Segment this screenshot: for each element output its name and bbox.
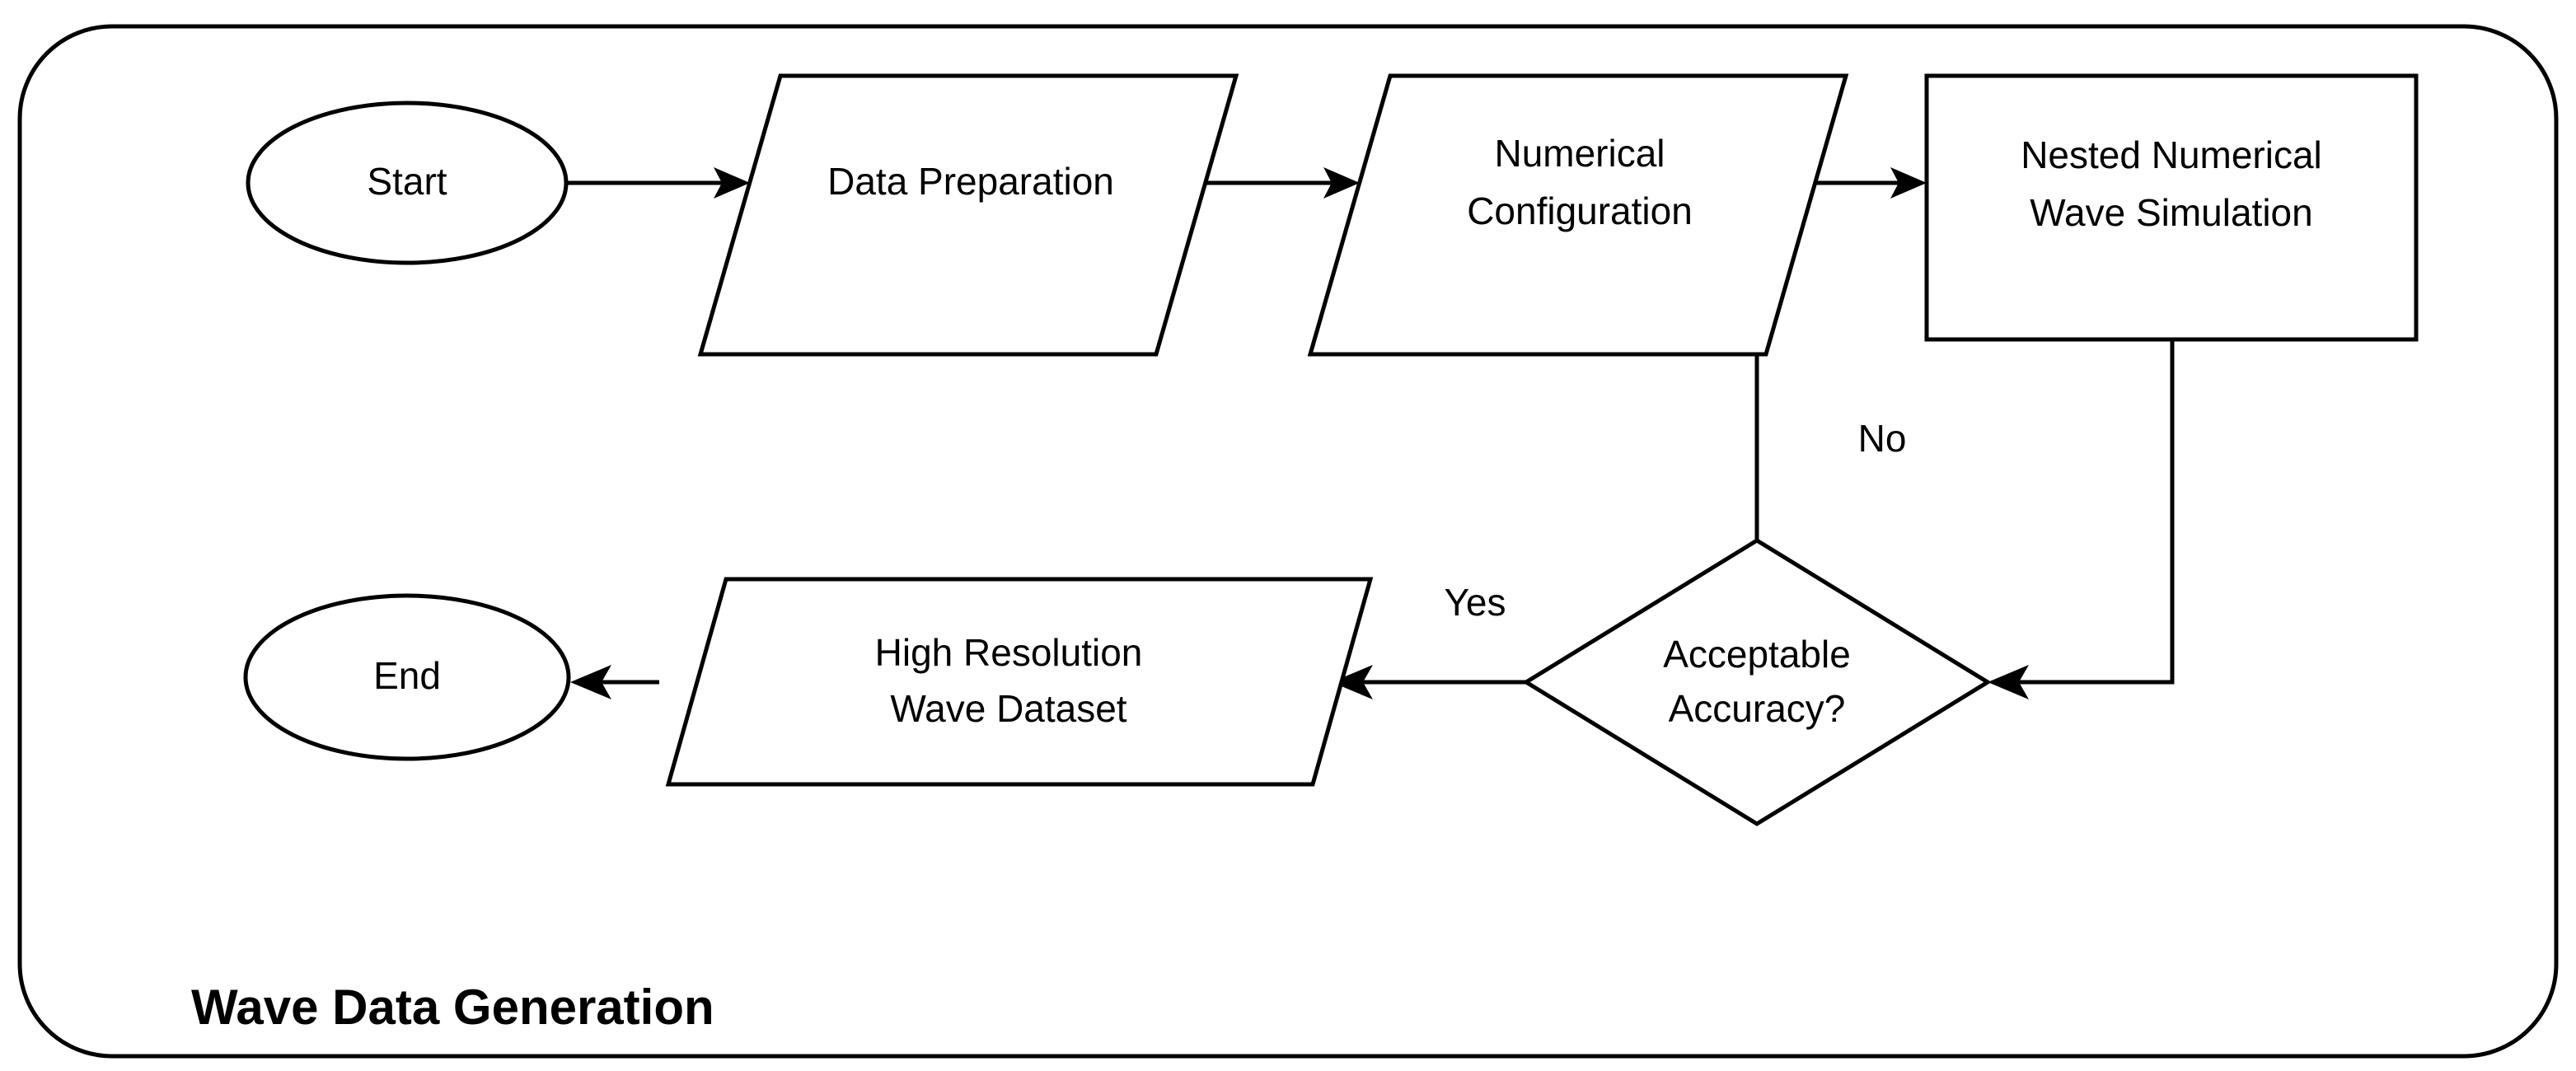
node-end[interactable]: End	[243, 593, 571, 761]
high-resolution-wave-dataset-parallelogram-shape[interactable]	[665, 577, 1374, 787]
edge-nested-numerical-wave-simulation-to-acceptable-accuracy	[1988, 339, 2175, 699]
node-end-label: End	[373, 654, 441, 697]
node-nested-numerical-wave-simulation-label-line1: Nested Numerical	[2021, 133, 2322, 176]
arrowhead-left-icon	[570, 665, 611, 699]
data-preparation-parallelogram-shape[interactable]	[697, 73, 1239, 357]
node-numerical-configuration[interactable]: Numerical Configuration	[1307, 73, 1849, 357]
arrowhead-left-icon	[1988, 665, 2029, 699]
end-ellipse-shape[interactable]	[243, 593, 571, 761]
node-numerical-configuration-label-line2: Configuration	[1467, 189, 1693, 232]
nested-numerical-wave-simulation-rectangle-shape[interactable]	[1924, 73, 2419, 342]
edge-label-no: No	[1858, 417, 1907, 460]
node-nested-numerical-wave-simulation[interactable]: Nested Numerical Wave Simulation	[1924, 73, 2419, 342]
arrowhead-right-icon	[714, 167, 750, 199]
edge-data-preparation-to-numerical-configuration	[1197, 167, 1360, 199]
node-numerical-configuration-label-line1: Numerical	[1494, 132, 1665, 175]
arrowhead-left-icon	[1332, 665, 1373, 699]
node-high-resolution-wave-dataset-label-line2: Wave Dataset	[890, 687, 1126, 730]
node-high-resolution-wave-dataset[interactable]: High Resolution Wave Dataset	[665, 577, 1374, 787]
group-frame-rounded-rectangle	[17, 24, 2559, 1059]
edge-numerical-configuration-to-nested-numerical-wave-simulation	[1806, 167, 1927, 199]
node-high-resolution-wave-dataset-label-line1: High Resolution	[875, 631, 1143, 674]
edge-label-yes: Yes	[1444, 581, 1506, 624]
edge-acceptable-accuracy-to-high-resolution-wave-dataset-yes	[1332, 665, 1526, 699]
node-data-preparation-label: Data Preparation	[827, 160, 1114, 203]
arrowhead-right-icon	[1890, 167, 1927, 199]
group-title-label: Wave Data Generation	[191, 980, 714, 1035]
edge-high-resolution-wave-dataset-to-end	[570, 665, 659, 699]
edge-start-to-data-preparation	[565, 167, 750, 199]
node-start[interactable]: Start	[246, 101, 569, 265]
edge-polyline	[2002, 339, 2175, 685]
numerical-configuration-parallelogram-shape[interactable]	[1307, 73, 1849, 357]
node-acceptable-accuracy[interactable]: Acceptable Accuracy?	[1522, 538, 1992, 826]
node-acceptable-accuracy-label-line2: Accuracy?	[1669, 687, 1846, 730]
node-data-preparation[interactable]: Data Preparation	[697, 73, 1239, 357]
node-nested-numerical-wave-simulation-label-line2: Wave Simulation	[2030, 191, 2312, 234]
node-acceptable-accuracy-label-line1: Acceptable	[1663, 633, 1851, 676]
acceptable-accuracy-diamond-shape[interactable]	[1522, 538, 1992, 826]
node-start-label: Start	[367, 160, 447, 203]
group-container-wave-data-generation	[17, 24, 2559, 1059]
arrowhead-right-icon	[1323, 167, 1360, 199]
start-ellipse-shape[interactable]	[246, 101, 569, 265]
